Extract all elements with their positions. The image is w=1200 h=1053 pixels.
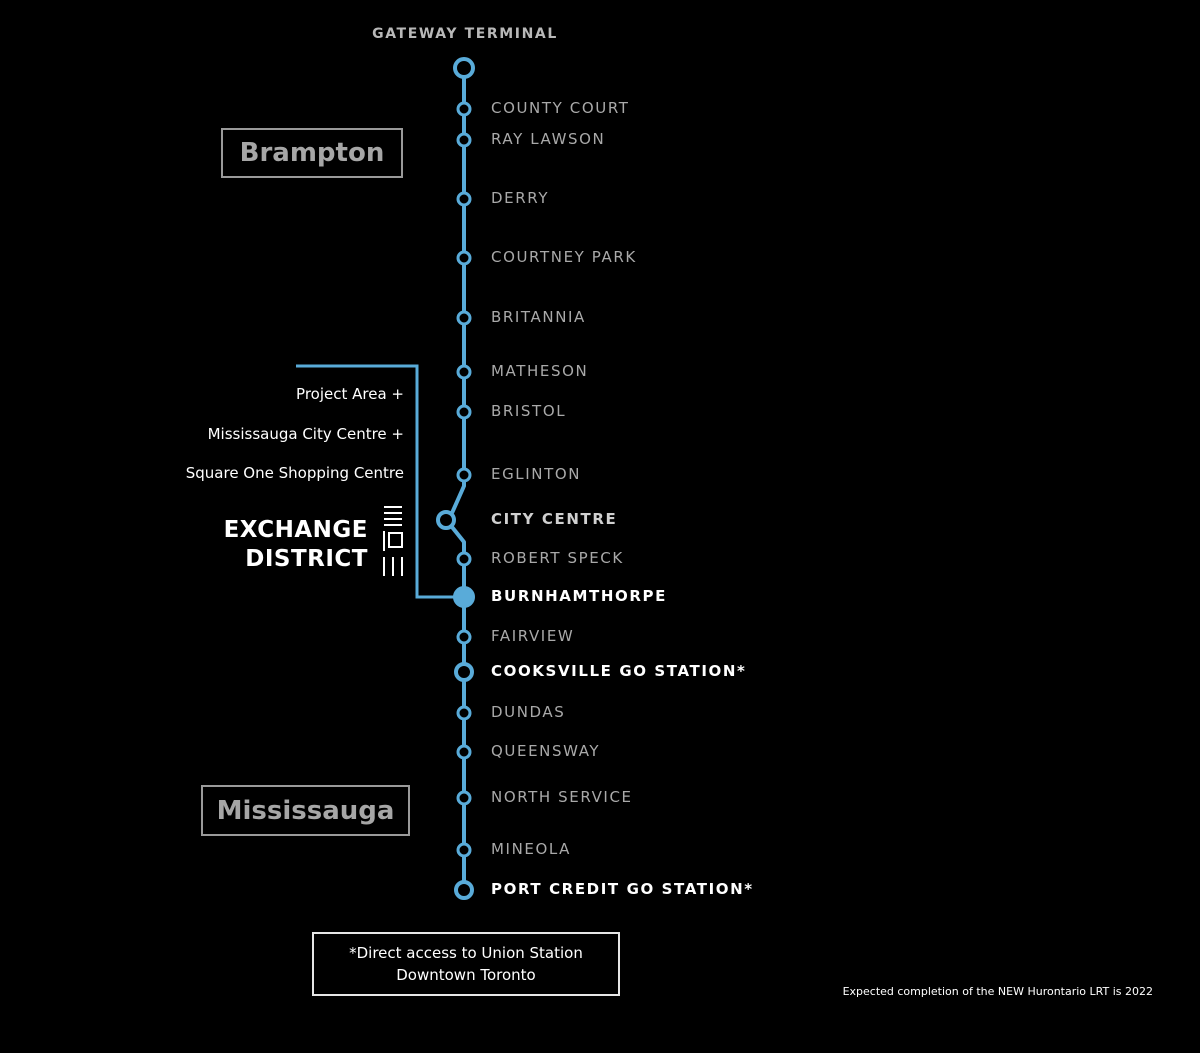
station-label-north-service: NORTH SERVICE: [491, 788, 633, 806]
station-label-burnhamthorpe: BURNHAMTHORPE: [491, 587, 667, 605]
stop-marker-ray-lawson: [456, 132, 472, 148]
stop-marker-matheson: [456, 364, 472, 380]
stop-marker-courtney-park: [456, 250, 472, 266]
exchange-district-logo-icon: [383, 506, 403, 576]
stop-marker-robert-speck: [456, 551, 472, 567]
district-word: DISTRICT: [245, 546, 368, 572]
stop-marker-derry: [456, 191, 472, 207]
station-label-fairview: FAIRVIEW: [491, 627, 575, 645]
stop-marker-city-centre: [436, 510, 456, 530]
stop-marker-queensway: [456, 744, 472, 760]
stop-marker-port-credit-go-station: [454, 880, 474, 900]
station-label-mineola: MINEOLA: [491, 840, 572, 858]
terminal-label: GATEWAY TERMINAL: [372, 26, 558, 42]
station-label-city-centre: CITY CENTRE: [491, 510, 618, 528]
terminal-stop-marker: [453, 57, 475, 79]
note-line-1: *Direct access to Union Station: [349, 944, 583, 962]
stop-marker-eglinton: [456, 467, 472, 483]
project-area-callout-line: [296, 364, 455, 599]
region-label-mississauga: Mississauga: [201, 785, 410, 836]
station-label-courtney-park: COURTNEY PARK: [491, 248, 637, 266]
station-label-port-credit-go-station: PORT CREDIT GO STATION*: [491, 880, 754, 898]
station-label-queensway: QUEENSWAY: [491, 742, 601, 760]
stop-marker-bristol: [456, 404, 472, 420]
station-label-eglinton: EGLINTON: [491, 465, 582, 483]
square-one-label: Square One Shopping Centre: [185, 464, 404, 482]
stop-marker-burnhamthorpe: [453, 586, 475, 608]
region-label-brampton: Brampton: [221, 128, 403, 178]
station-label-derry: DERRY: [491, 189, 550, 207]
stop-marker-britannia: [456, 310, 472, 326]
station-label-ray-lawson: RAY LAWSON: [491, 130, 606, 148]
stop-marker-fairview: [456, 629, 472, 645]
station-label-dundas: DUNDAS: [491, 703, 566, 721]
station-label-bristol: BRISTOL: [491, 402, 567, 420]
station-label-cooksville-go-station: COOKSVILLE GO STATION*: [491, 662, 747, 680]
station-label-matheson: MATHESON: [491, 362, 589, 380]
note-line-2: Downtown Toronto: [396, 966, 536, 984]
exchange-district-wordmark: EXCHANGE DISTRICT: [224, 516, 368, 574]
project-area-label: Project Area +: [296, 385, 404, 403]
union-station-note: *Direct access to Union Station Downtown…: [312, 932, 620, 996]
exchange-word: EXCHANGE: [223, 517, 368, 543]
station-label-county-court: COUNTY COURT: [491, 99, 630, 117]
stop-marker-mineola: [456, 842, 472, 858]
stop-marker-county-court: [456, 101, 472, 117]
stop-marker-dundas: [456, 705, 472, 721]
city-centre-label: Mississauga City Centre +: [207, 425, 404, 443]
stop-marker-north-service: [456, 790, 472, 806]
station-label-britannia: BRITANNIA: [491, 308, 586, 326]
completion-note: Expected completion of the NEW Hurontari…: [842, 985, 1153, 998]
station-label-robert-speck: ROBERT SPECK: [491, 549, 624, 567]
lrt-line: [450, 78, 466, 888]
stop-marker-cooksville-go-station: [454, 662, 474, 682]
